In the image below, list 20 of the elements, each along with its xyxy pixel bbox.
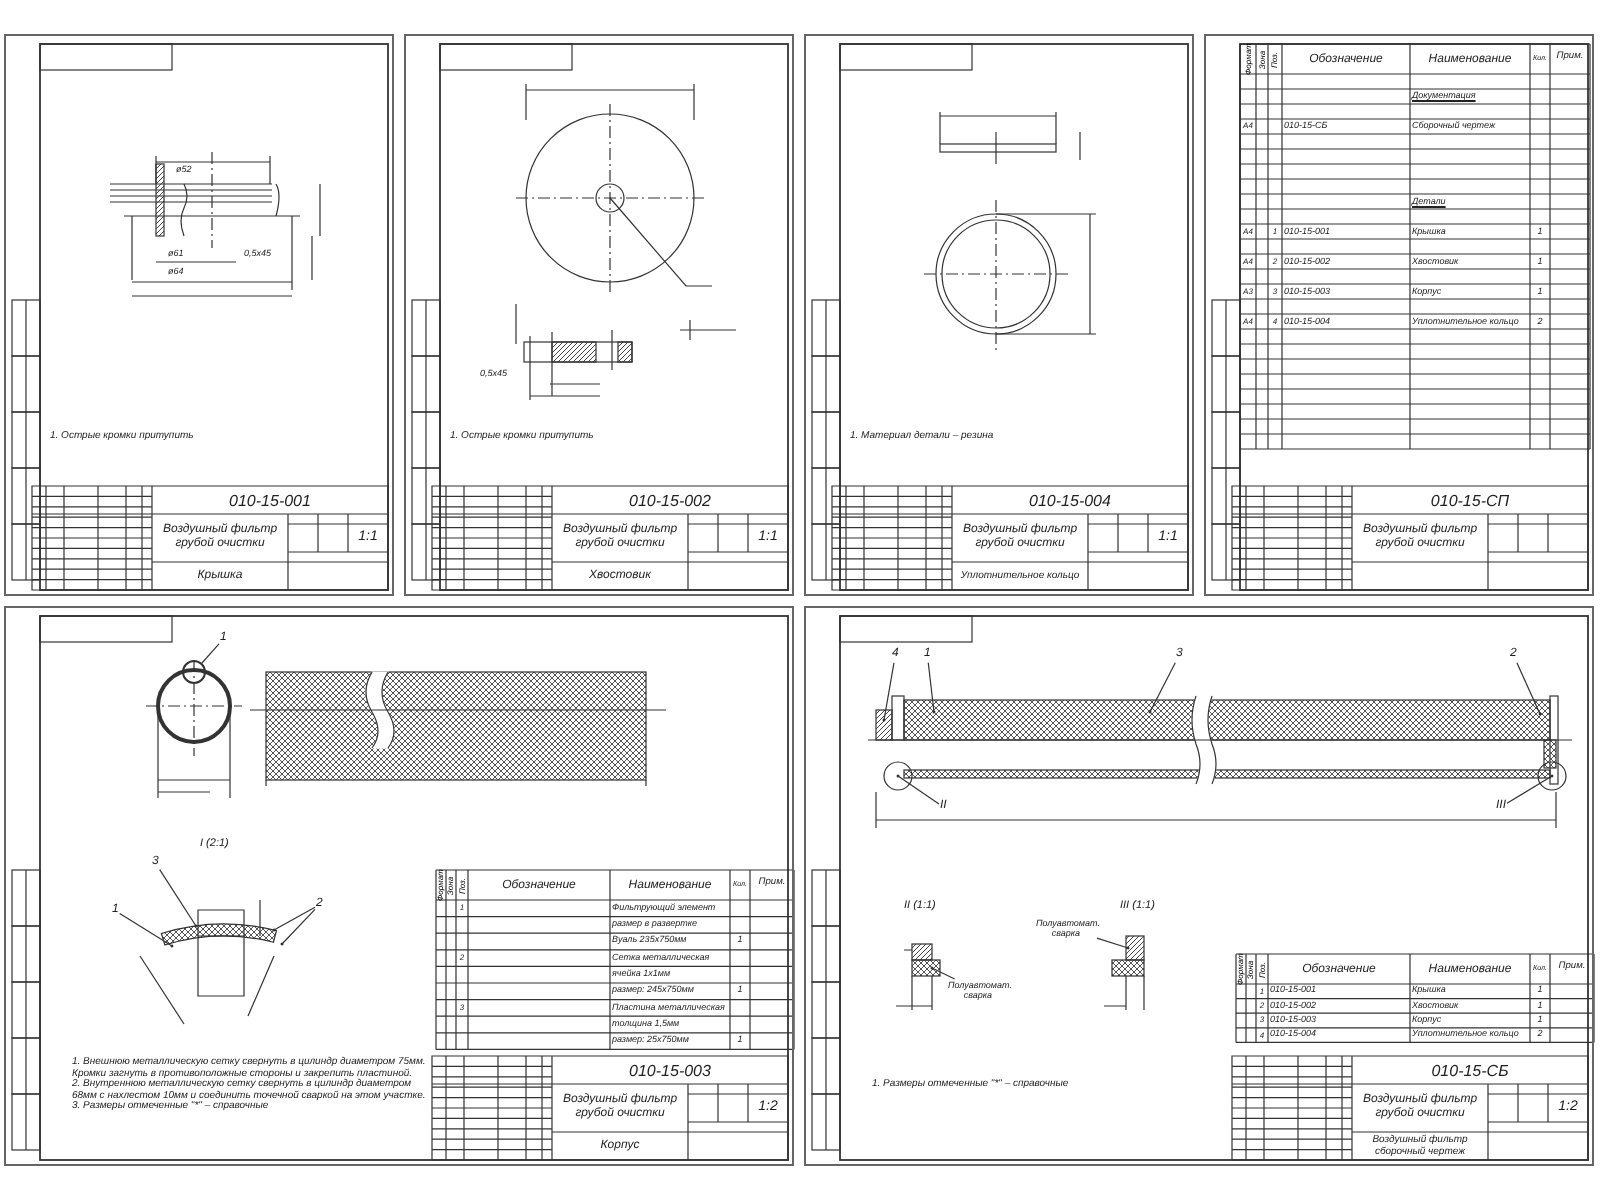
drawing-number: 010-15-001 xyxy=(227,489,313,514)
leader-line xyxy=(930,966,956,980)
drawing-number: 010-15-СБ xyxy=(1429,1059,1511,1084)
leader-line xyxy=(159,869,198,928)
drawing-number: 010-15-002 xyxy=(627,489,713,514)
drawing-number: 010-15-003 xyxy=(627,1059,713,1084)
leader-line xyxy=(272,906,316,932)
leader-line xyxy=(1096,937,1130,950)
detail-marker-circle xyxy=(182,660,206,684)
leader-line xyxy=(882,662,895,722)
leader-line xyxy=(280,908,316,946)
leader-line xyxy=(927,662,936,714)
leader-line xyxy=(201,643,220,664)
leader-line xyxy=(1506,774,1554,804)
drawing-number: 010-15-СП xyxy=(1428,489,1512,514)
leader-line xyxy=(1516,662,1542,716)
leader-line xyxy=(1148,662,1176,714)
drawing-number: 010-15-004 xyxy=(1027,489,1113,514)
leader-line xyxy=(896,774,940,805)
leader-line xyxy=(119,913,174,948)
